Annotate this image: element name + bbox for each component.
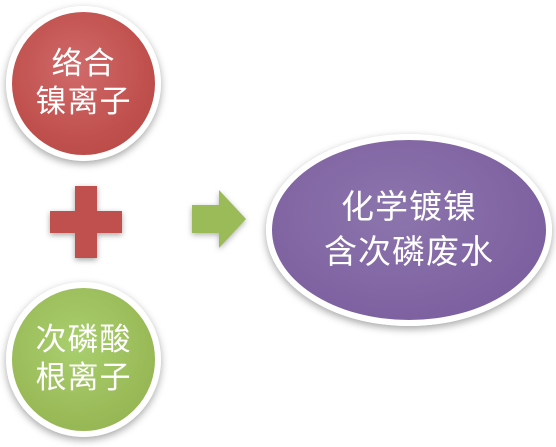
arrow-right-icon (192, 190, 246, 248)
arrow-shape (192, 190, 246, 248)
nickel-plating-wastewater-label: 化学镀镍 含次磷废水 (324, 185, 494, 274)
nickel-plating-wastewater-label-line-2: 含次磷废水 (324, 232, 494, 271)
complex-nickel-ion-label-line-1: 络合 (51, 45, 116, 82)
complex-nickel-ion-label-line-2: 镍离子 (35, 83, 132, 120)
plus-shape (50, 186, 122, 258)
nickel-plating-wastewater-label-line-1: 化学镀镍 (341, 187, 477, 227)
hypophosphite-ion-label-line-2: 根离子 (35, 359, 132, 396)
hypophosphite-ion-label: 次磷酸 根离子 (36, 322, 132, 398)
nickel-plating-wastewater-node: 化学镀镍 含次磷废水 (266, 134, 552, 326)
hypophosphite-ion-node: 次磷酸 根离子 (6, 282, 161, 437)
plus-icon (50, 186, 122, 258)
hypophosphite-ion-label-line-1: 次磷酸 (35, 321, 132, 358)
complex-nickel-ion-node: 络合 镍离子 (6, 6, 161, 161)
complex-nickel-ion-label: 络合 镍离子 (36, 46, 132, 122)
